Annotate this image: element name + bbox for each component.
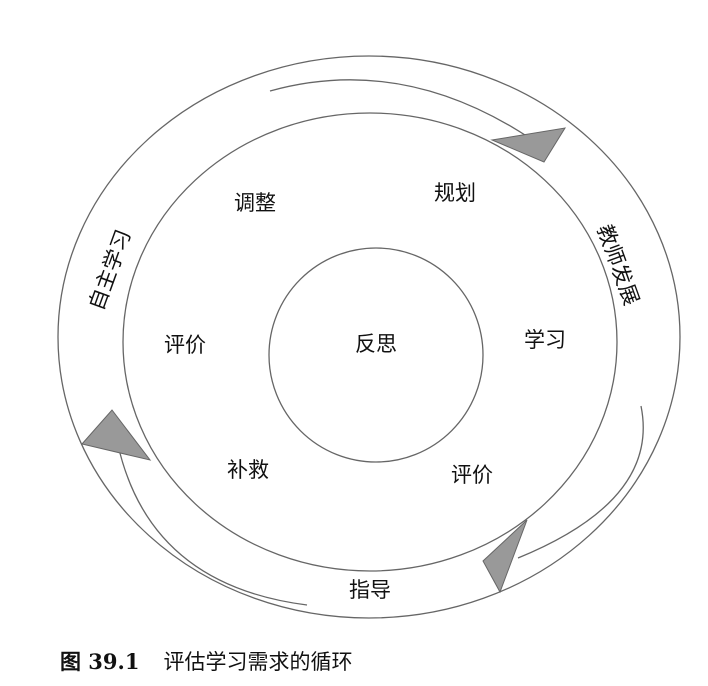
- arrow-arc-right: [517, 405, 644, 559]
- stage-label: 补救: [227, 458, 269, 482]
- outer-label-left: 自主学习: [84, 226, 135, 313]
- stage-label: 学习: [524, 328, 566, 352]
- stage-label: 评价: [164, 333, 206, 357]
- stage-label: 规划: [434, 181, 476, 205]
- arrow-head-top: [490, 127, 567, 163]
- figure-caption: 图 39.1 评估学习需求的循环: [60, 646, 352, 676]
- middle-ring: [122, 112, 618, 572]
- arrow-head-right: [482, 519, 528, 594]
- stage-label: 评价: [451, 463, 493, 487]
- arrow-head-left: [81, 409, 152, 461]
- center-label: 反思: [355, 332, 397, 356]
- outer-ring: [57, 55, 681, 619]
- stage-label: 调整: [234, 191, 276, 215]
- arrow-arc-left: [117, 444, 308, 606]
- outer-label-bottom: 指导: [349, 578, 391, 602]
- figure-number: 图 39.1: [60, 649, 140, 674]
- outer-label-right: 教师发展: [592, 221, 643, 308]
- figure-title: 评估学习需求的循环: [163, 650, 353, 674]
- arrow-arc-top: [269, 79, 526, 136]
- inner-circle: [268, 247, 484, 463]
